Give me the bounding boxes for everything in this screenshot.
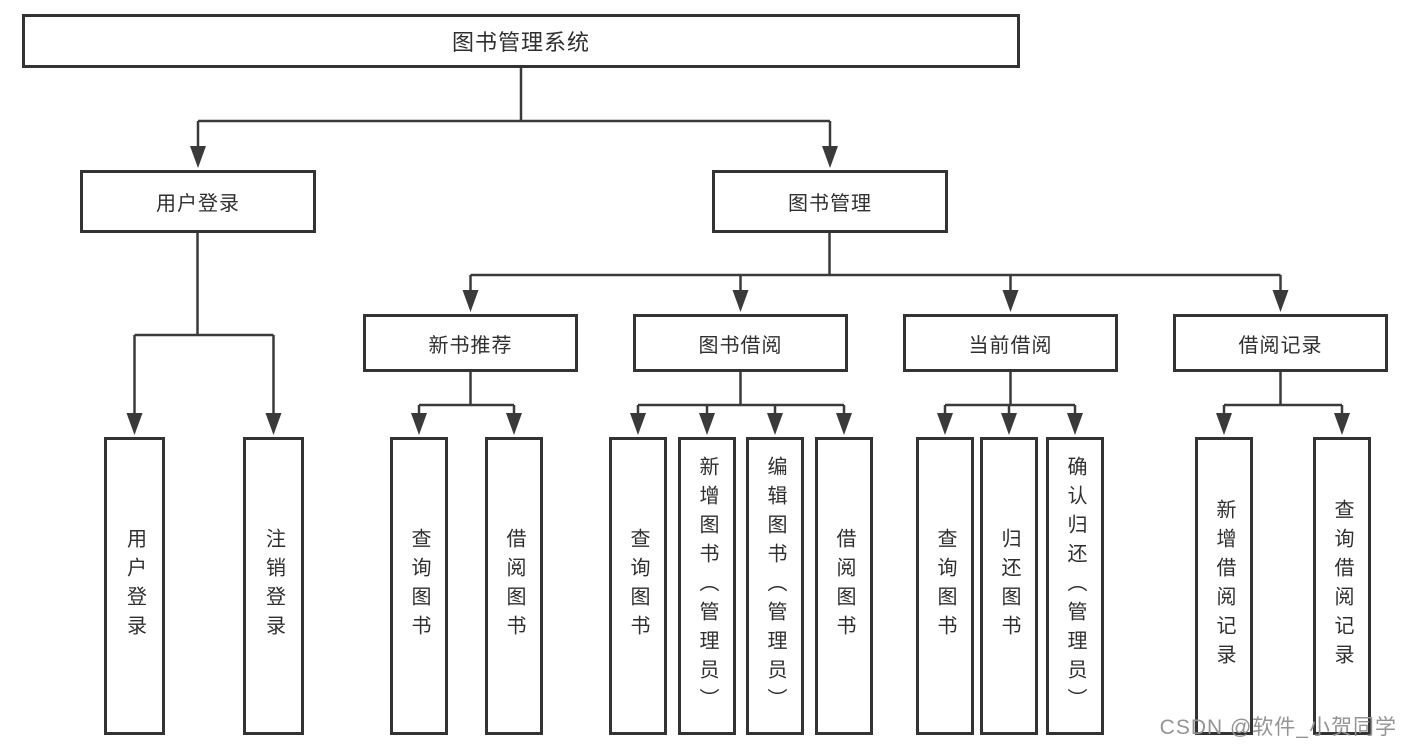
leaf-borrow-books: 借阅图书	[815, 437, 873, 735]
node-book-management: 图书管理	[712, 170, 948, 233]
leaf-logout: 注销登录	[243, 437, 304, 735]
leaf-query-books-current: 查询图书	[916, 437, 974, 735]
watermark: CSDN @软件_小贺同学	[1159, 716, 1397, 739]
node-label: 当前借阅	[968, 334, 1053, 357]
leaf-add-borrow-record: 新增借阅记录	[1195, 437, 1253, 735]
node-label: 编辑图书（管理员）	[764, 455, 786, 717]
node-label: 新增图书（管理员）	[696, 455, 718, 717]
node-new-book-recommend: 新书推荐	[363, 314, 578, 372]
node-label: 归还图书	[998, 528, 1020, 644]
node-label: 查询图书	[934, 528, 956, 644]
leaf-add-book-admin: 新增图书（管理员）	[678, 437, 736, 735]
node-label: 查询图书	[408, 528, 430, 644]
leaf-query-books-recommend: 查询图书	[390, 437, 448, 735]
node-library-management-system: 图书管理系统	[22, 14, 1020, 68]
node-label: 图书管理	[788, 193, 872, 215]
node-label: 新书推荐	[428, 334, 513, 357]
node-book-borrow: 图书借阅	[633, 314, 848, 372]
leaf-query-borrow-record: 查询借阅记录	[1313, 437, 1371, 735]
leaf-confirm-return-admin: 确认归还（管理员）	[1046, 437, 1104, 735]
node-label: 查询借阅记录	[1331, 499, 1353, 673]
leaf-query-books-borrow: 查询图书	[609, 437, 667, 735]
node-label: 确认归还（管理员）	[1064, 455, 1086, 717]
node-current-borrow: 当前借阅	[903, 314, 1118, 372]
leaf-user-login: 用户登录	[104, 437, 165, 735]
node-label: 借阅图书	[503, 528, 525, 644]
node-label: 借阅记录	[1238, 334, 1323, 357]
node-label: 借阅图书	[833, 528, 855, 644]
node-label: 注销登录	[262, 528, 285, 644]
node-label: 查询图书	[627, 528, 649, 644]
node-user-login: 用户登录	[80, 170, 316, 233]
node-label: 图书管理系统	[451, 30, 590, 55]
node-label: 图书借阅	[698, 334, 783, 357]
leaf-borrow-books-recommend: 借阅图书	[485, 437, 543, 735]
node-label: 用户登录	[123, 528, 146, 644]
leaf-edit-book-admin: 编辑图书（管理员）	[746, 437, 804, 735]
node-borrow-records: 借阅记录	[1173, 314, 1388, 372]
node-label: 新增借阅记录	[1213, 499, 1235, 673]
node-label: 用户登录	[156, 193, 240, 215]
leaf-return-book: 归还图书	[980, 437, 1038, 735]
